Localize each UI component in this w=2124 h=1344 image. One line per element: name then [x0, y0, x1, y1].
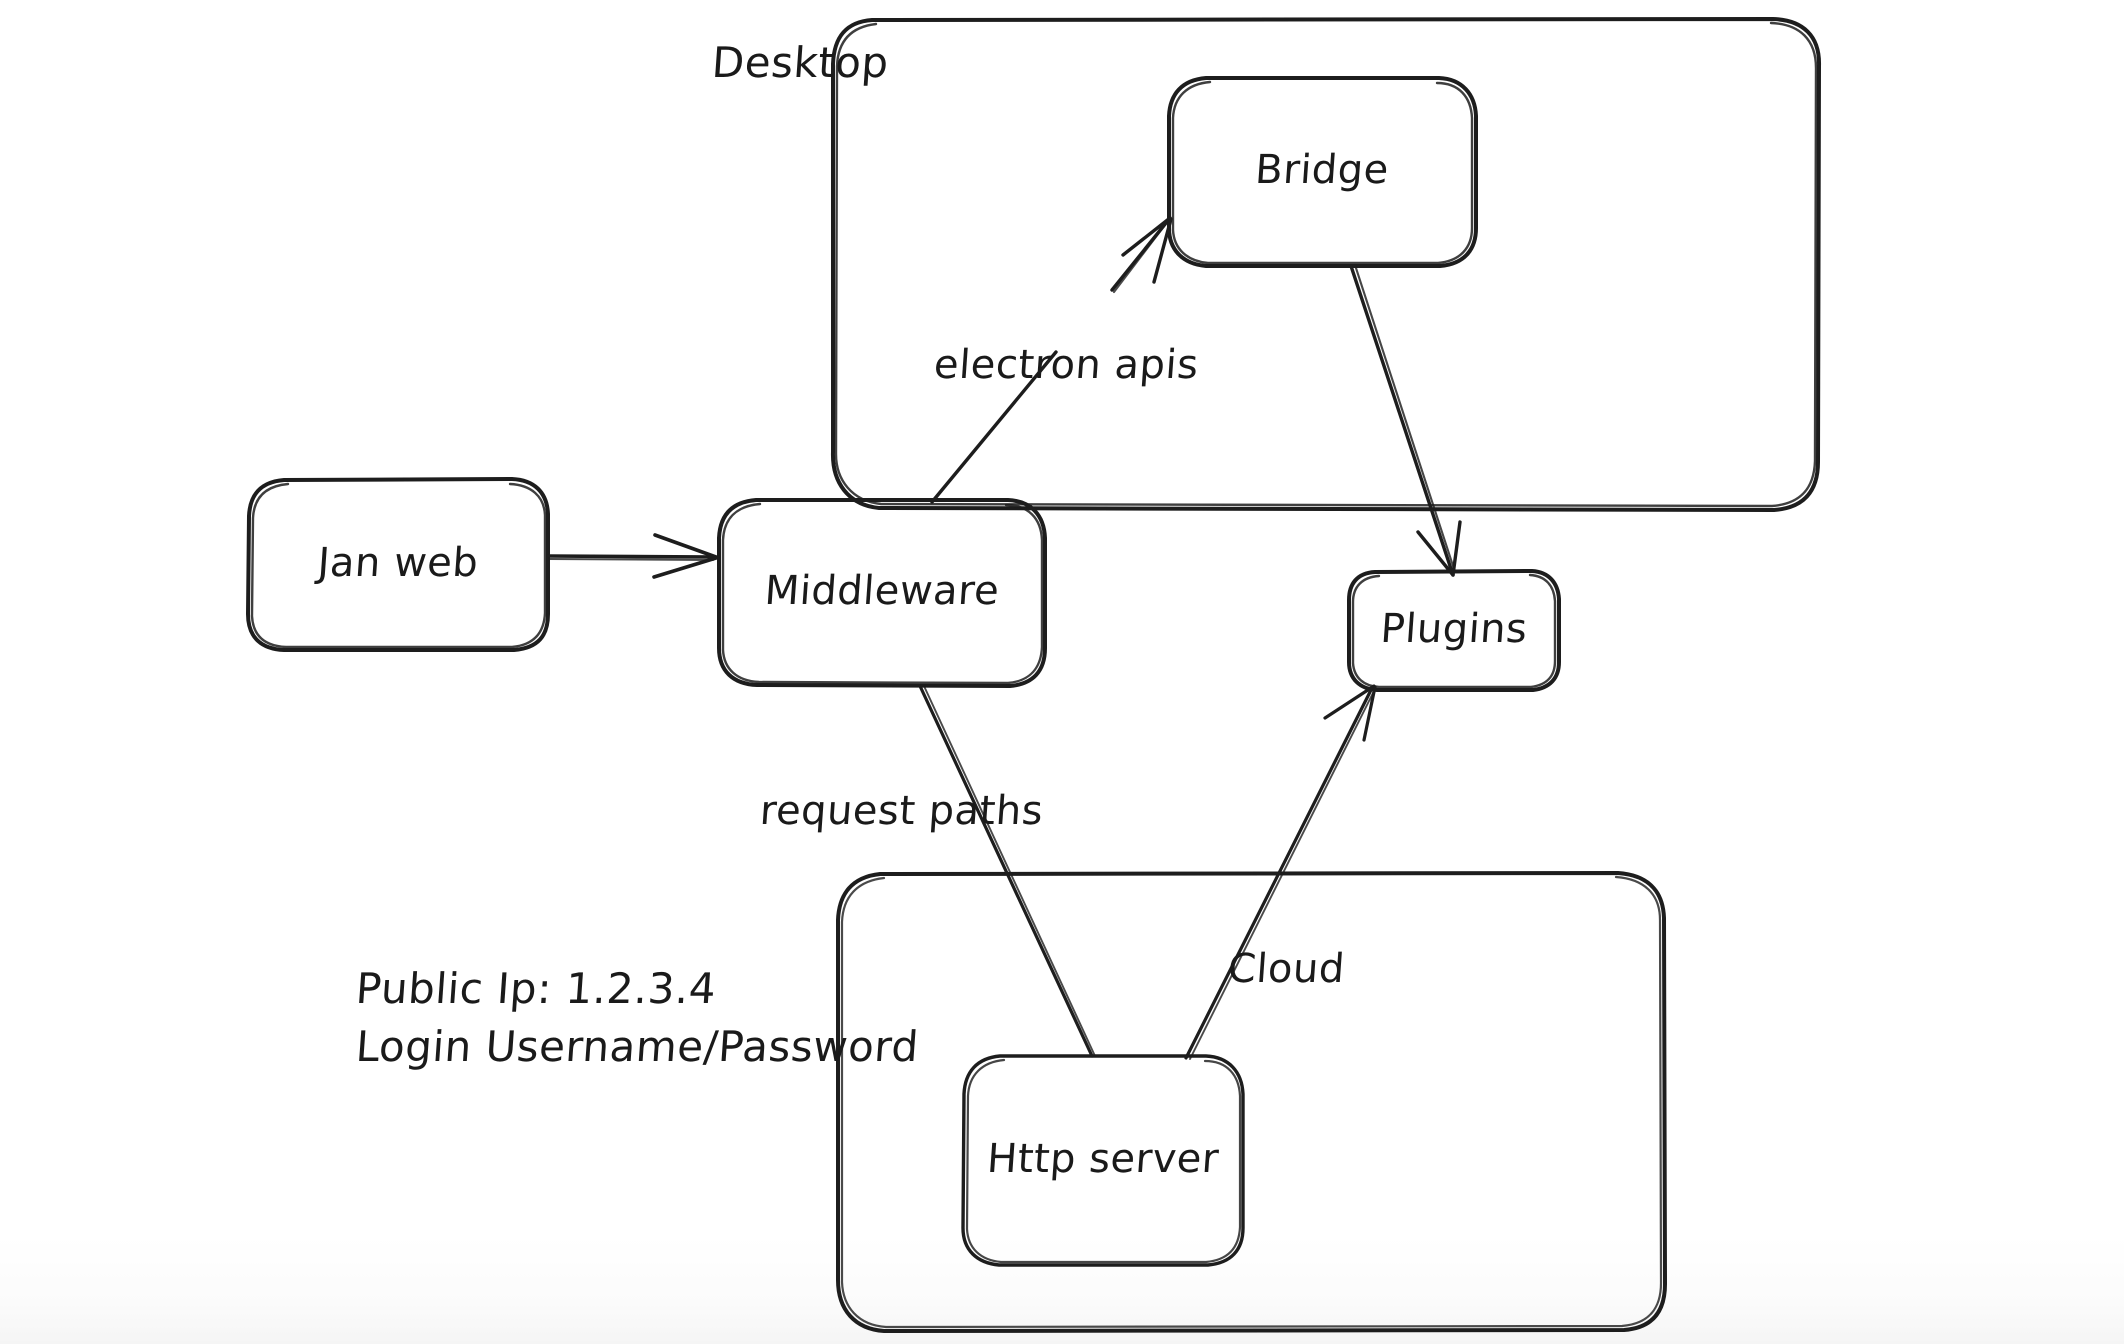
- edge-http-to-plugins: [1184, 684, 1377, 1060]
- node-plugins-label: Plugins: [1379, 606, 1530, 653]
- node-http-server[interactable]: Http server: [962, 1054, 1244, 1266]
- node-http-server-label: Http server: [985, 1136, 1221, 1183]
- group-cloud-outline: [836, 871, 1667, 1333]
- edge-bridge-to-plugins: [1349, 263, 1462, 577]
- edge-middleware-to-http: [918, 684, 1096, 1058]
- node-middleware[interactable]: Middleware: [718, 498, 1046, 686]
- node-jan-web-label: Jan web: [316, 540, 480, 587]
- edge-label-electron-apis: electron apis: [932, 342, 1201, 388]
- node-bridge-label: Bridge: [1253, 147, 1391, 194]
- node-plugins-outline: [1347, 569, 1561, 692]
- node-middleware-outline: [717, 498, 1047, 688]
- node-plugins[interactable]: Plugins: [1348, 570, 1560, 690]
- note-public-ip: Public Ip: 1.2.3.4: [354, 964, 718, 1013]
- node-bridge-outline: [1167, 76, 1478, 268]
- node-bridge[interactable]: Bridge: [1168, 76, 1476, 266]
- group-desktop-outline: [830, 17, 1822, 512]
- edge-web-to-middleware: [546, 533, 718, 579]
- node-middleware-label: Middleware: [763, 568, 1001, 615]
- edge-label-request-paths: request paths: [758, 788, 1045, 834]
- note-login-credentials: Login Username/Password: [354, 1022, 921, 1071]
- node-jan-web-outline: [246, 477, 550, 652]
- node-jan-web[interactable]: Jan web: [248, 478, 548, 650]
- edge-label-cloud: Cloud: [1226, 946, 1347, 992]
- edge-middleware-to-bridge: [930, 216, 1173, 504]
- group-title-desktop: Desktop: [710, 38, 891, 87]
- node-http-server-outline: [961, 1054, 1245, 1267]
